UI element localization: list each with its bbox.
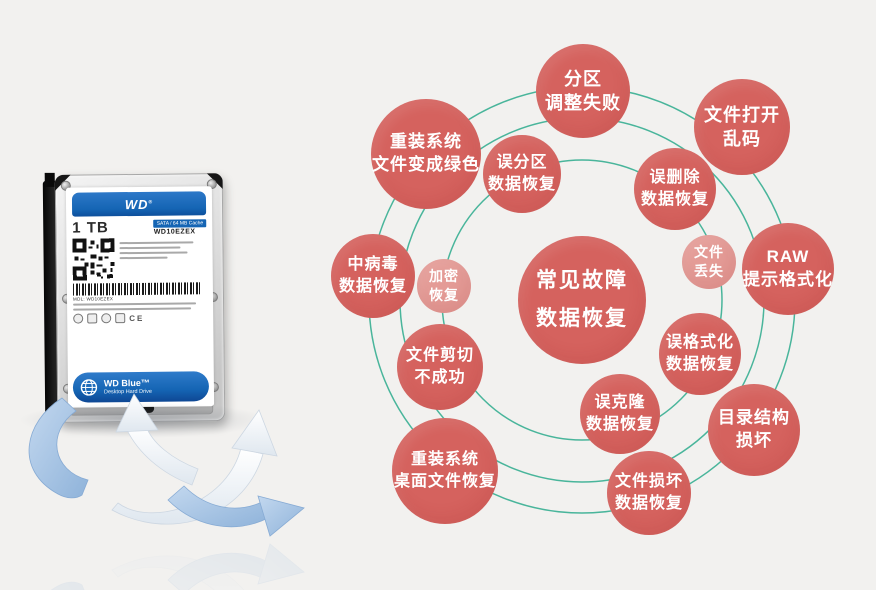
bubble-label-line: 文件变成绿色 — [372, 155, 480, 174]
spec-line: SATA / 64 MB Cache — [153, 219, 207, 228]
model-number: WD10EZEX — [153, 228, 196, 236]
cert-mark-icon — [101, 313, 112, 324]
capacity-label: 1 TB — [72, 219, 109, 237]
wd-logo-band: WD® — [71, 191, 207, 217]
white-arrow-up-body — [126, 425, 199, 486]
bubble-mis-format-data-recovery: 误格式化数据恢复 — [659, 313, 741, 395]
bubble-label-line: 乱码 — [723, 129, 761, 149]
bubble-label-line: 数据恢复 — [487, 176, 556, 193]
bubble-raw-format-prompt: RAW 提示格式化 — [742, 223, 834, 315]
bubble-label-line: 重装系统 — [410, 451, 479, 469]
bubble-encryption-recovery: 加密恢复 — [417, 259, 471, 313]
bubble-label-line: 数据恢复 — [536, 307, 628, 330]
bubble-reinstall-system-desktop-file-recovery: 重装系统桌面文件恢复 — [392, 418, 498, 524]
qr-code — [72, 238, 115, 281]
bubble-label-line: 数据恢复 — [338, 278, 407, 295]
bubble-virus-data-recovery: 中病毒数据恢复 — [331, 234, 415, 318]
bubble-label-line: 数据恢复 — [614, 495, 683, 512]
white-arrow-up-head — [115, 393, 159, 433]
bubble-mis-clone-data-recovery: 误克隆数据恢复 — [580, 374, 660, 454]
bubble-label-line: 不成功 — [414, 369, 466, 386]
cert-mark-icon — [87, 313, 98, 324]
bubble-label-line: 文件打开 — [704, 104, 780, 125]
bubble-label-line: 丢失 — [694, 263, 724, 279]
bubble-label-line: 数据恢复 — [585, 416, 654, 433]
center-bubble-common-fault-data-recovery: 常见故障数据恢复 — [518, 236, 646, 364]
bubble-label-line: 常见故障 — [536, 269, 628, 293]
barcode — [72, 282, 202, 296]
fine-print-lines — [119, 237, 206, 280]
bubble-label-line: 文件剪切 — [405, 347, 474, 365]
bubble-directory-structure-damaged: 目录结构损坏 — [708, 384, 800, 476]
bubble-label-line: 误格式化 — [665, 334, 734, 352]
bubble-label-line: 文件损坏 — [614, 473, 683, 491]
bubble-mis-partition-data-recovery: 误分区数据恢复 — [483, 135, 561, 213]
bubble-label-line: 误克隆 — [594, 394, 646, 412]
ce-mark: CE — [129, 313, 145, 323]
bubble-label-line: 桌面文件恢复 — [393, 473, 496, 490]
ribbon-arrows — [28, 393, 305, 590]
bubble-label-line: 提示格式化 — [743, 270, 833, 289]
blue-ribbon-left — [28, 397, 89, 499]
bubble-label-line: 调整失败 — [545, 93, 621, 113]
white-arrow-upright-head — [231, 409, 278, 457]
bubble-label-line: 数据恢复 — [665, 356, 734, 373]
bubble-label-line: 中病毒 — [347, 256, 399, 274]
cert-mark-icon — [115, 313, 126, 324]
bubble-label-line: 恢复 — [429, 287, 459, 303]
certification-row: CE — [73, 312, 207, 324]
bubble-label-line: 文件 — [694, 244, 724, 261]
drive-mount-tab — [44, 172, 55, 187]
bubble-reinstall-system-files-turn-green: 重装系统文件变成绿色 — [371, 99, 481, 209]
bubble-file-lost: 文件丢失 — [682, 235, 736, 289]
mdl-line: MDL: WD10EZEX — [72, 296, 114, 302]
bubble-file-open-garbled: 文件打开乱码 — [694, 79, 790, 175]
globe-icon — [80, 379, 98, 396]
bubble-label-line: 重装系统 — [390, 132, 462, 152]
blue-arrowhead-right — [257, 495, 305, 537]
hard-drive-image: WD® 1 TB SATA / 64 MB Cache WD10EZEX — [42, 172, 226, 425]
drive-label: WD® 1 TB SATA / 64 MB Cache WD10EZEX — [65, 186, 215, 408]
bubble-label-line: 误分区 — [496, 154, 548, 172]
bubble-label-line: RAW — [766, 247, 810, 267]
wd-blue-band: WD Blue™ Desktop Hard Drive — [72, 371, 210, 403]
ul-mark-icon — [73, 313, 84, 324]
bubble-label-line: 分区 — [564, 68, 602, 89]
bubble-file-damaged-data-recovery: 文件损坏数据恢复 — [607, 451, 691, 535]
drive-body: WD® 1 TB SATA / 64 MB Cache WD10EZEX — [54, 173, 226, 423]
white-arrow-upright-body — [111, 447, 264, 525]
bubble-label-line: 数据恢复 — [640, 191, 709, 208]
bubble-partition-adjust-failed: 分区调整失败 — [536, 44, 630, 138]
bubble-mis-delete-data-recovery: 误删除数据恢复 — [634, 148, 716, 230]
bubble-label-line: 误删除 — [649, 169, 701, 187]
bubble-file-cut-failed: 文件剪切不成功 — [397, 324, 483, 410]
wd-logo: WD® — [124, 196, 154, 212]
bubble-label-line: 损坏 — [736, 431, 772, 450]
bubble-label-line: 加密 — [429, 268, 459, 285]
bubble-label-line: 目录结构 — [718, 408, 790, 428]
